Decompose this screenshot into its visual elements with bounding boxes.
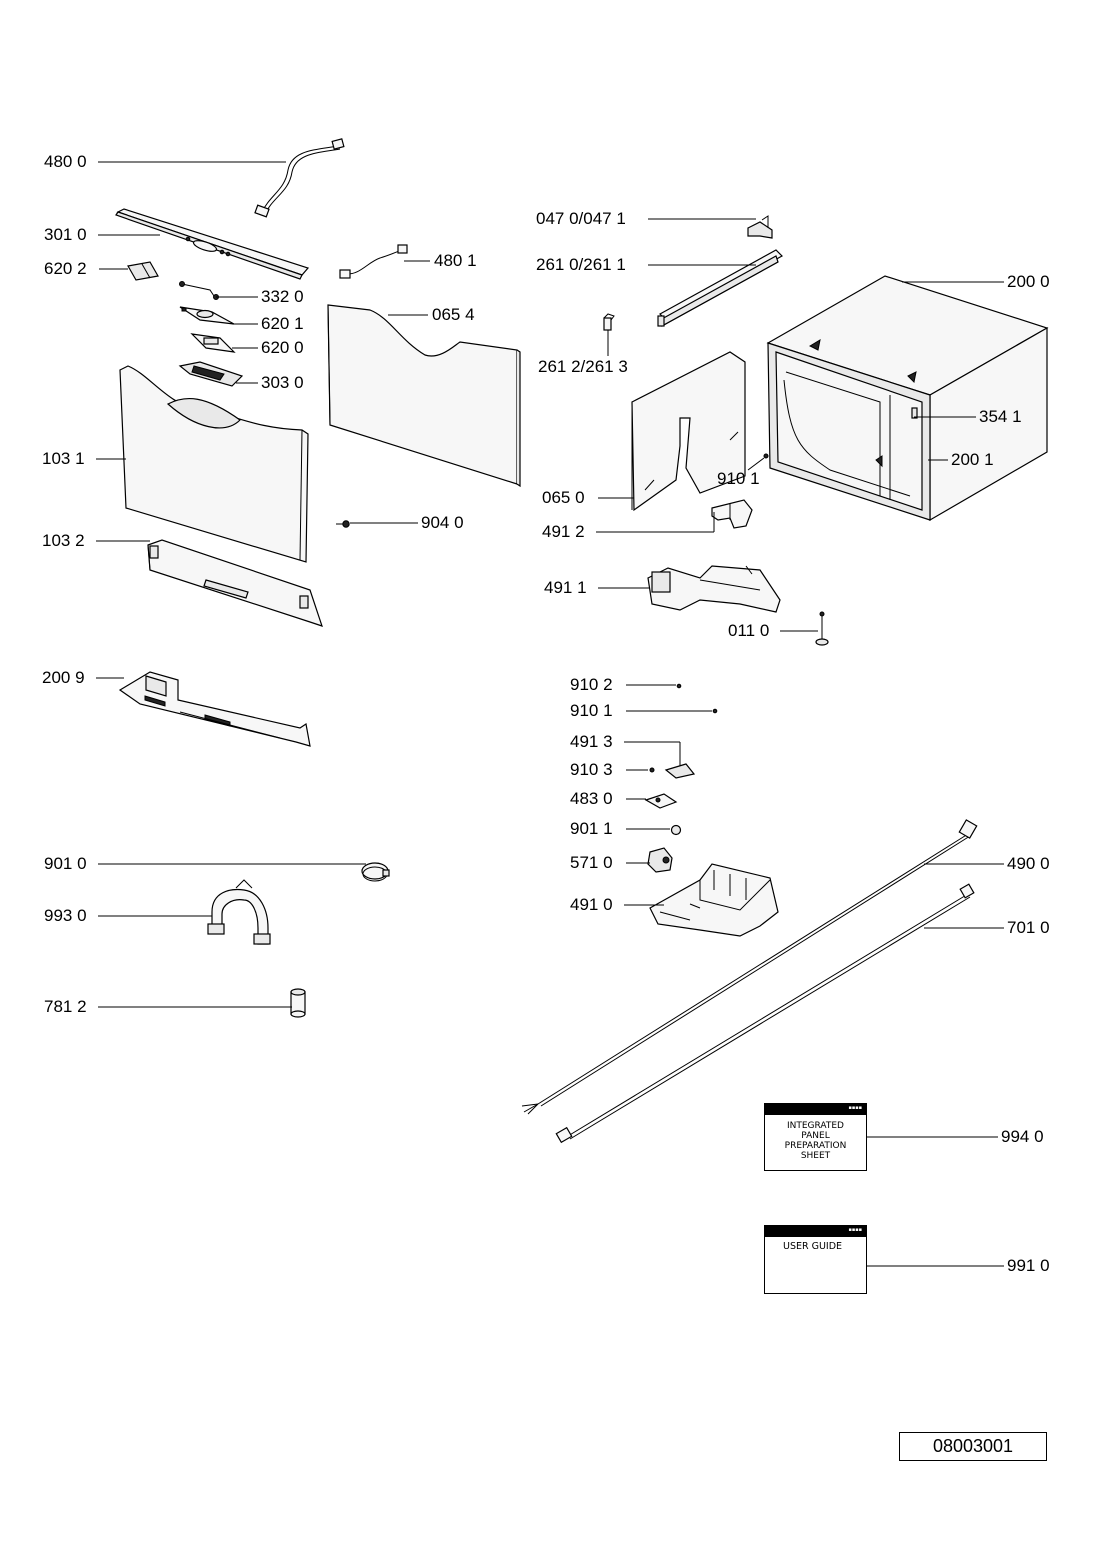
bracket-047-0 [747, 215, 773, 239]
booklet-header-band: ▪▪▪▪ [765, 1104, 866, 1115]
label-491-2: 491 2 [542, 522, 585, 541]
part-491-3 [664, 763, 696, 779]
label-571-0: 571 0 [570, 853, 613, 872]
part-620-2 [127, 261, 159, 281]
screw-910-3 [649, 767, 655, 773]
carrier-491-1 [647, 565, 781, 613]
label-065-4: 065 4 [432, 305, 475, 324]
clamp-901-0 [361, 862, 390, 882]
door-panel-103-1 [119, 365, 309, 563]
label-491-0: 491 0 [570, 895, 613, 914]
label-354-1: 354 1 [979, 407, 1022, 426]
leader-lines [96, 161, 1004, 1267]
label-303-0: 303 0 [261, 373, 304, 392]
label-910-2: 910 2 [570, 675, 613, 694]
part-620-0 [190, 333, 236, 353]
label-994-0: 994 0 [1001, 1127, 1044, 1146]
label-901-1: 901 1 [570, 819, 613, 838]
screw-904-0 [336, 520, 350, 528]
part-303-0 [178, 361, 244, 387]
label-910-3: 910 3 [570, 760, 613, 779]
label-901-0: 901 0 [44, 854, 87, 873]
label-904-0: 904 0 [421, 513, 464, 532]
label-620-2: 620 2 [44, 259, 87, 278]
wire-harness-480-0 [254, 138, 345, 218]
hose-993-0 [207, 879, 271, 945]
bracket-491-2 [711, 499, 753, 529]
label-480-1: 480 1 [434, 251, 477, 270]
screw-910-1-upper [763, 453, 769, 459]
label-332-0: 332 0 [261, 287, 304, 306]
side-panel-065-0 [631, 351, 746, 512]
part-483-0 [644, 793, 678, 809]
booklet-header-band: ▪▪▪▪ [765, 1226, 866, 1237]
part-332-0 [179, 281, 219, 300]
label-261-2: 261 2/261 3 [538, 357, 628, 376]
booklet-title: USER GUIDE [783, 1241, 843, 1252]
label-480-0: 480 0 [44, 152, 87, 171]
label-261-0: 261 0/261 1 [536, 255, 626, 274]
label-781-2: 781 2 [44, 997, 87, 1016]
base-tray-200-9 [118, 671, 311, 747]
label-301-0: 301 0 [44, 225, 87, 244]
label-491-3: 491 3 [570, 732, 613, 751]
foot-011-0 [815, 611, 829, 646]
clamp-901-1 [670, 824, 682, 836]
user-guide-booklet: ▪▪▪▪ USER GUIDE [764, 1225, 867, 1294]
wire-harness-480-1 [339, 244, 408, 279]
label-047-0: 047 0/047 1 [536, 209, 626, 228]
screw-910-2 [676, 683, 682, 689]
label-103-2: 103 2 [42, 531, 85, 550]
document-number: 08003001 [899, 1432, 1047, 1461]
label-011-0: 011 0 [728, 621, 770, 640]
sleeve-781-2 [290, 988, 306, 1018]
label-483-0: 483 0 [570, 789, 613, 808]
label-701-0: 701 0 [1007, 918, 1050, 937]
rail-261-0 [657, 249, 783, 327]
label-991-0: 991 0 [1007, 1256, 1050, 1275]
inlet-hose-701-0 [555, 883, 975, 1144]
part-571-0 [647, 847, 673, 873]
label-103-1: 103 1 [42, 449, 85, 468]
label-993-0: 993 0 [44, 906, 87, 925]
panel-preparation-sheet-booklet: ▪▪▪▪ INTEGRATED PANEL PREPARATION SHEET [764, 1103, 867, 1171]
label-200-9: 200 9 [42, 668, 85, 687]
label-910-1-lower: 910 1 [570, 701, 613, 720]
label-065-0: 065 0 [542, 488, 585, 507]
base-assembly-491-0 [649, 863, 779, 937]
panel-065-4 [327, 304, 521, 488]
kick-plate-103-2 [147, 539, 323, 627]
cabinet-200-0 [766, 275, 1049, 522]
label-490-0: 490 0 [1007, 854, 1050, 873]
label-620-0: 620 0 [261, 338, 304, 357]
label-620-1: 620 1 [261, 314, 304, 333]
screw-910-1-lower [712, 708, 718, 714]
label-200-1: 200 1 [951, 450, 994, 469]
control-panel-301-0 [115, 208, 310, 280]
label-200-0: 200 0 [1007, 272, 1050, 291]
booklet-title: INTEGRATED PANEL PREPARATION SHEET [784, 1121, 847, 1161]
label-910-1-upper: 910 1 [717, 469, 760, 488]
clip-261-2 [603, 313, 615, 331]
part-620-1 [179, 306, 235, 325]
label-491-1: 491 1 [544, 578, 587, 597]
power-cable-490-0 [521, 819, 978, 1115]
